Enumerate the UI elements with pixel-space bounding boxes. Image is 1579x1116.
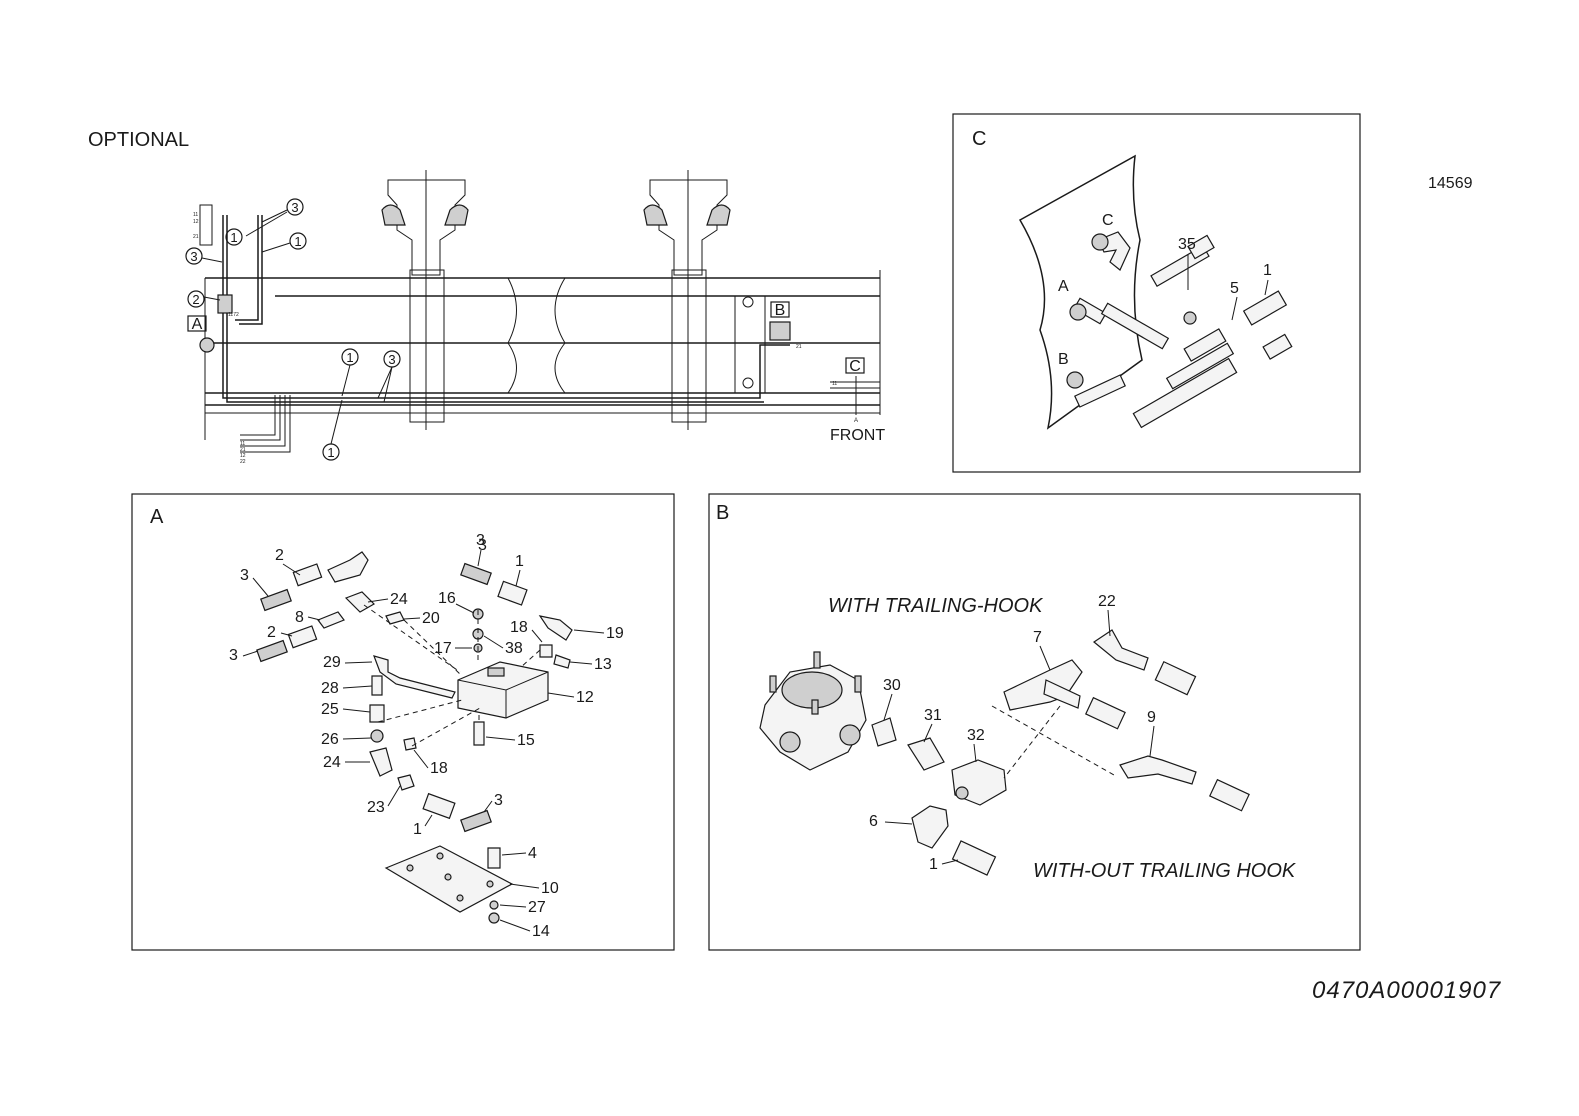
svg-text:2: 2 [267, 624, 276, 641]
svg-text:11: 11 [832, 381, 837, 387]
detail-c-drawing [1018, 154, 1293, 430]
svg-text:1: 1 [515, 553, 524, 570]
svg-text:20: 20 [422, 610, 440, 627]
svg-text:14: 14 [532, 923, 550, 940]
svg-text:2: 2 [192, 292, 199, 307]
svg-text:19: 19 [606, 625, 624, 642]
svg-text:38: 38 [505, 640, 523, 657]
without-trailing-hook-label: WITH-OUT TRAILING HOOK [1033, 860, 1297, 882]
detail-b-frame [708, 493, 1361, 951]
svg-text:25: 25 [321, 701, 339, 718]
callout-circle: 2 [187, 290, 205, 308]
callout-circle: 1 [225, 228, 243, 246]
svg-text:28: 28 [321, 680, 339, 697]
detail-c-labels: C A B 35 5 1 [1058, 212, 1272, 368]
svg-text:4: 4 [528, 845, 537, 862]
svg-text:13: 13 [594, 656, 612, 673]
svg-text:21: 21 [240, 447, 246, 453]
svg-text:22: 22 [1098, 593, 1116, 610]
svg-text:A: A [192, 316, 203, 333]
svg-text:1: 1 [929, 856, 938, 873]
chassis-overview [199, 170, 881, 453]
svg-text:1: 1 [346, 350, 353, 365]
svg-text:18: 18 [510, 619, 528, 636]
svg-text:17: 17 [434, 640, 452, 657]
svg-text:30: 30 [883, 677, 901, 694]
svg-text:3: 3 [240, 567, 249, 584]
front-label: FRONT [830, 427, 885, 444]
svg-text:29: 29 [323, 654, 341, 671]
detail-c-title: C [972, 128, 986, 150]
overview-callouts: 3 1 1 3 2 1 3 1 [185, 198, 401, 461]
svg-text:12: 12 [576, 689, 594, 706]
svg-text:21: 21 [796, 344, 802, 350]
svg-text:22: 22 [240, 459, 246, 465]
callout-circle: 1 [322, 443, 340, 461]
overview-line-codes: 11 12 21 11 21 12 22 1172 21 11 A [193, 212, 858, 465]
view-tag-a: A [187, 315, 207, 333]
callout-circle: 1 [289, 232, 307, 250]
svg-text:23: 23 [367, 799, 385, 816]
svg-text:1: 1 [413, 821, 422, 838]
svg-text:C: C [849, 358, 861, 375]
callout-circle: 3 [185, 247, 203, 265]
svg-text:3: 3 [388, 352, 395, 367]
svg-text:32: 32 [967, 727, 985, 744]
svg-text:16: 16 [438, 590, 456, 607]
with-trailing-hook-label: WITH TRAILING-HOOK [828, 595, 1044, 617]
svg-text:C: C [1102, 212, 1114, 229]
svg-text:3: 3 [190, 249, 197, 264]
svg-text:24: 24 [390, 591, 408, 608]
view-tag-c: C [845, 357, 865, 375]
svg-text:21: 21 [193, 234, 199, 240]
svg-text:27: 27 [528, 899, 546, 916]
svg-text:15: 15 [517, 732, 535, 749]
svg-text:3: 3 [494, 792, 503, 809]
svg-text:B: B [775, 302, 786, 319]
detail-b-title: B [716, 502, 729, 524]
svg-text:3: 3 [229, 647, 238, 664]
callout-circle: 1 [341, 348, 359, 366]
svg-text:9: 9 [1147, 709, 1156, 726]
optional-label: OPTIONAL [88, 129, 189, 151]
svg-text:35: 35 [1178, 236, 1196, 253]
overview-view-tags: A B C [187, 301, 865, 375]
detail-a-title: A [150, 506, 164, 528]
svg-text:5: 5 [1230, 280, 1239, 297]
view-tag-b: B [770, 301, 790, 319]
svg-text:A: A [854, 418, 858, 424]
svg-text:31: 31 [924, 707, 942, 724]
svg-text:7: 7 [1033, 629, 1042, 646]
svg-text:1: 1 [230, 230, 237, 245]
svg-text:6: 6 [869, 813, 878, 830]
svg-text:2: 2 [275, 547, 284, 564]
svg-text:1: 1 [327, 445, 334, 460]
detail-b-drawing [759, 629, 1250, 876]
detail-b-labels: 22 7 30 31 32 9 6 1 [869, 593, 1156, 873]
detail-a-labels: 2 3 24 3 2 8 20 3 29 28 25 26 24 23 1 16… [229, 532, 624, 940]
svg-text:10: 10 [541, 880, 559, 897]
svg-text:3: 3 [476, 532, 485, 549]
part-code: 0470A00001907 [1312, 977, 1502, 1004]
svg-text:26: 26 [321, 731, 339, 748]
svg-text:1172: 1172 [228, 312, 239, 318]
callout-circle: 3 [383, 350, 401, 368]
svg-text:11: 11 [240, 441, 245, 447]
svg-text:B: B [1058, 351, 1069, 368]
svg-text:11: 11 [193, 212, 198, 218]
detail-a-frame [131, 493, 675, 951]
svg-text:1: 1 [1263, 262, 1272, 279]
svg-text:1: 1 [294, 234, 301, 249]
svg-text:3: 3 [478, 537, 487, 554]
svg-text:24: 24 [323, 754, 341, 771]
callout-circle: 3 [286, 198, 304, 216]
svg-text:18: 18 [430, 760, 448, 777]
drawing-number: 14569 [1428, 175, 1473, 192]
svg-text:12: 12 [193, 219, 199, 225]
detail-c-frame [952, 113, 1361, 473]
svg-text:12: 12 [240, 453, 246, 459]
svg-text:3: 3 [291, 200, 298, 215]
svg-text:A: A [1058, 278, 1069, 295]
svg-text:8: 8 [295, 609, 304, 626]
